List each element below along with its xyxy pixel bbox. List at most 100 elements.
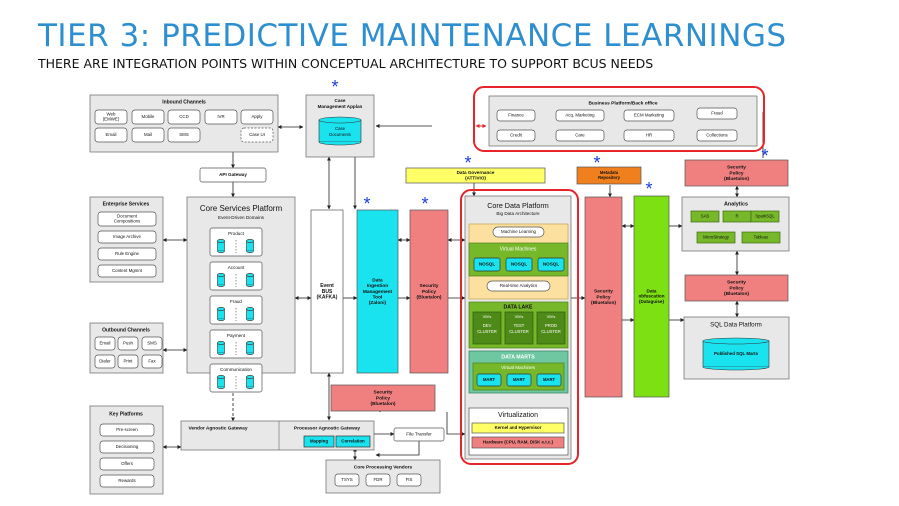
- vendor-item-1: [365, 473, 391, 487]
- analytics-tool-4: [741, 231, 781, 244]
- event-bus-box-text: Event: [320, 283, 334, 289]
- outbound-item-0: [94, 336, 116, 351]
- outbound-item-3-text: Dialer: [99, 359, 111, 364]
- security-policy-box-2: [584, 196, 623, 398]
- event-bus-box-text: BUS: [322, 289, 333, 295]
- cluster-line2-0: CLUSTER: [477, 329, 497, 334]
- business-item-6: [623, 129, 675, 142]
- inbound-item-6-text: Mail: [144, 132, 152, 137]
- data-governance-box-text: Data Governance: [457, 170, 495, 175]
- key-platform-item-3-text: Rewards: [118, 478, 136, 483]
- security-policy-box-3-text: (Bluetalon): [724, 176, 749, 182]
- inbound-item-1-text: Mobile: [142, 114, 155, 119]
- sql-platform-title: SQL Data Platform: [710, 322, 762, 329]
- security-policy-box-5-text: Policy: [376, 395, 390, 401]
- security-policy-box-1-text: (Bluetalon): [416, 294, 441, 300]
- mart-db-2: [536, 373, 562, 387]
- metadata-repository-box: [576, 166, 642, 185]
- security-policy-box-4-text: Policy: [729, 285, 743, 291]
- security-policy-box-4: [684, 274, 789, 302]
- analytics-tool-2: [750, 210, 780, 223]
- enterprise-item-0-text: Compositions: [114, 219, 141, 224]
- hardware-box: [471, 436, 565, 449]
- metadata-repository-box-text: Repository: [598, 175, 621, 180]
- case-title-2: Management Applan: [318, 104, 363, 109]
- api-gateway-box-text: API Gateway: [219, 172, 247, 177]
- data-obfuscation-box-text: (Dataguise): [639, 299, 664, 304]
- nosql-db-1: [505, 257, 533, 272]
- enterprise-item-2: [97, 247, 157, 261]
- cluster-line1-1: TEST: [514, 323, 525, 328]
- business-item-5-text: Care: [575, 133, 585, 138]
- data-lake-title: DATA LAKE: [503, 304, 533, 310]
- domain-db-b-0: [246, 239, 254, 253]
- enterprise-item-1-text: Image Archive: [113, 234, 141, 239]
- case-db-line2: Documents: [329, 132, 351, 137]
- outbound-item-1: [117, 336, 139, 351]
- correlation-box: [335, 435, 371, 448]
- vendor-item-1-text: FDR: [373, 477, 382, 482]
- marker-asterisk-7: *: [645, 179, 652, 199]
- inbound-item-0-text: Web: [107, 112, 117, 117]
- domain-db-a-0: [217, 239, 225, 253]
- key-platform-item-2-text: Offers: [121, 461, 134, 466]
- nosql-db-0-text: NOSQL: [479, 262, 496, 267]
- inbound-title: Inbound Channels: [162, 99, 206, 105]
- security-policy-box-2-text: Policy: [596, 294, 610, 300]
- coredata-highlight-frame: [460, 189, 579, 465]
- metadata-repository-box-text: Metadata: [600, 170, 619, 175]
- analytics-tool-0-text: SAS: [701, 214, 710, 219]
- mart-db-0-text: MART: [483, 377, 496, 382]
- enterprise-item-0-text: Document: [117, 214, 138, 219]
- security-file-link: [446, 412, 466, 436]
- inbound-item-7-text: SMS: [179, 132, 189, 137]
- key-platform-item-1-text: Decisioning: [116, 444, 139, 449]
- core-data-subtitle: Big Data Architecture: [496, 211, 540, 216]
- inbound-item-7: [167, 127, 201, 143]
- outbound-item-4: [117, 354, 139, 369]
- data-marts-title: DATA MARTS: [501, 354, 535, 360]
- cluster-box-0: [472, 311, 502, 345]
- key-platforms-title: Key Platforms: [109, 411, 143, 417]
- virtualization-title: Virtualization: [498, 412, 538, 419]
- business-item-2: [623, 109, 675, 122]
- business-item-1-text: Acq. Marketing: [565, 113, 595, 118]
- data-obfuscation-box-text: obfuscation: [638, 294, 664, 299]
- mapping-box-text: Mapping: [310, 439, 328, 444]
- domain-label-4: Communication: [220, 367, 252, 372]
- domain-label-0: Product: [228, 231, 245, 236]
- inbound-item-3: [204, 109, 238, 125]
- file-transfer-box-text: File Transfer: [406, 432, 432, 437]
- processor-gateway-label: Processor Agnostic Gateway: [294, 425, 361, 431]
- cluster-line1-0: DEV: [483, 323, 492, 328]
- enterprise-item-3-text: Content Mgmnt: [112, 268, 143, 273]
- vm-label-1: VM's: [515, 314, 524, 319]
- inbound-item-1: [131, 109, 165, 125]
- core-services-subtitle: Event-Driven Domains: [218, 215, 265, 220]
- domain-db-a-2: [217, 307, 225, 321]
- domain-label-3: Payment: [227, 333, 246, 338]
- security-policy-box-5-text: (Bluetalon): [370, 401, 395, 407]
- security-policy-box-2-text: (Bluetalon): [591, 300, 616, 306]
- inbound-item-4: [240, 109, 274, 125]
- ml-pill-text: Machine Learning: [501, 229, 536, 234]
- outbound-item-2-text: SMS: [147, 341, 157, 346]
- sql-db-label: Published SQL Marts: [714, 351, 759, 356]
- business-title: Business Platform/Back office: [588, 100, 657, 106]
- file-vendors-arrow: [375, 441, 420, 457]
- mart-db-1-text: MART: [513, 377, 526, 382]
- security-policy-box-4-text: Security: [727, 280, 746, 286]
- cluster-box-1: [504, 311, 534, 345]
- business-item-0: [496, 109, 536, 122]
- inbound-item-3-text: IVR: [217, 114, 224, 119]
- domain-db-b-1: [246, 273, 254, 287]
- inbound-item-0: [94, 109, 128, 125]
- inbound-item-4-text: Apply: [252, 114, 264, 119]
- business-item-5: [555, 129, 605, 142]
- outbound-item-1-text: Push: [123, 341, 134, 346]
- cluster-line2-2: CLUSTER: [541, 329, 561, 334]
- enterprise-item-0: [97, 211, 157, 227]
- security-policy-box-3-text: Policy: [729, 170, 743, 176]
- file-transfer-box: [393, 427, 445, 442]
- domain-db-a-4: [217, 375, 225, 389]
